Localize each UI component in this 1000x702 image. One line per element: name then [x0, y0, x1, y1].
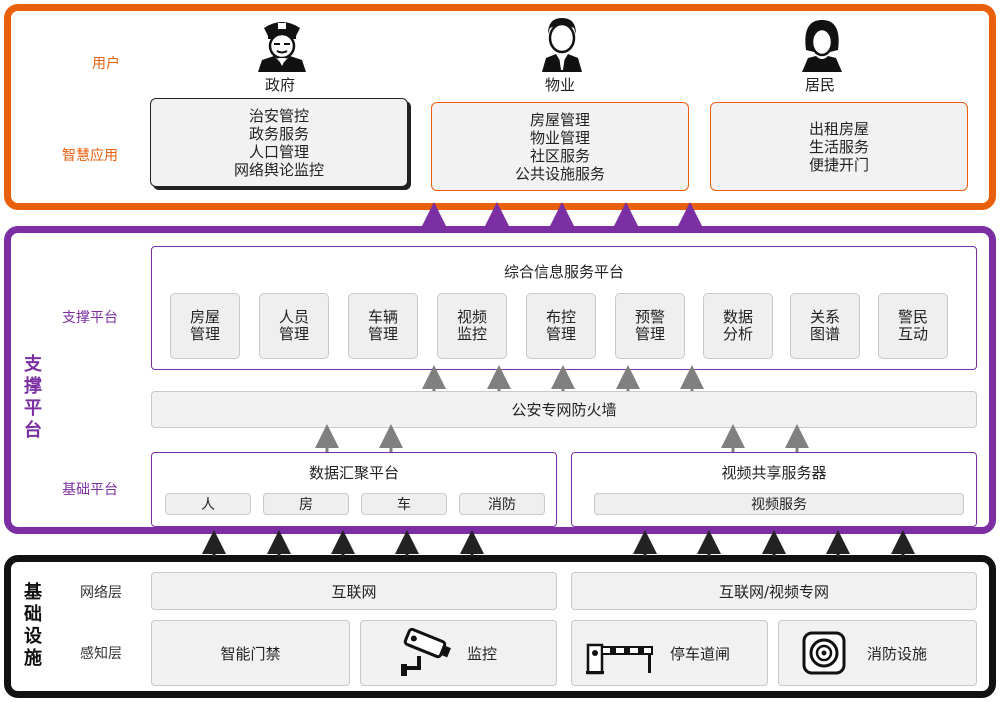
module-control: 布控管理	[526, 293, 596, 359]
app-line: 生活服务	[808, 137, 869, 156]
resident-app-box: 出租房屋 生活服务 便捷开门	[710, 102, 968, 191]
firewall-bar: 公安专网防火墙	[151, 391, 977, 428]
module-housing: 房屋管理	[170, 293, 240, 359]
cctv-camera-icon	[397, 627, 457, 678]
module-personnel: 人员管理	[259, 293, 329, 359]
module-relations: 关系图谱	[790, 293, 860, 359]
parking-barrier-label: 停车道闸	[670, 644, 731, 663]
module-police-interaction: 警民互动	[878, 293, 948, 359]
app-line: 人口管理	[248, 142, 309, 161]
resident-icon	[800, 16, 844, 72]
support-vertical-label: 支 撑 平 台	[24, 354, 42, 441]
surveillance-box: 监控	[360, 620, 557, 686]
surveillance-label: 监控	[467, 644, 498, 663]
module-vehicle: 车辆管理	[348, 293, 418, 359]
video-server-panel: 视频共享服务器 视频服务	[571, 452, 977, 527]
parking-barrier-box: 停车道闸	[571, 620, 768, 686]
fire-facility-box: 消防设施	[778, 620, 977, 686]
data-platform-title: 数据汇聚平台	[308, 464, 399, 482]
service-platform-panel: 综合信息服务平台 房屋管理 人员管理 车辆管理 视频监控 布控管理 预警管理 数…	[151, 246, 977, 370]
service-platform-title: 综合信息服务平台	[503, 263, 624, 281]
app-line: 政务服务	[248, 124, 309, 143]
video-service-item: 视频服务	[594, 493, 964, 515]
module-analytics: 数据分析	[703, 293, 773, 359]
data-item-fire: 消防	[459, 493, 545, 515]
user-resident-label: 居民	[804, 76, 835, 94]
app-line: 房屋管理	[529, 110, 590, 129]
network-layer-label: 网络层	[80, 585, 122, 601]
module-alert: 预警管理	[615, 293, 685, 359]
support-platform-label: 支撑平台	[62, 310, 118, 326]
app-line: 网络舆论监控	[233, 160, 324, 179]
data-item-house: 房	[263, 493, 349, 515]
video-network-bar: 互联网/视频专网	[571, 572, 977, 610]
fire-alarm-icon	[801, 630, 847, 676]
infrastructure-layer-frame	[4, 555, 996, 698]
video-server-title: 视频共享服务器	[721, 464, 827, 482]
police-officer-icon	[254, 14, 310, 72]
data-platform-panel: 数据汇聚平台 人 房 车 消防	[151, 452, 557, 527]
data-item-person: 人	[165, 493, 251, 515]
parking-barrier-icon	[584, 631, 656, 675]
access-control-label: 智能门禁	[220, 644, 281, 663]
perception-layer-label: 感知层	[80, 646, 122, 662]
access-control-box: 智能门禁	[151, 620, 350, 686]
fire-facility-label: 消防设施	[867, 644, 928, 663]
app-line: 治安管控	[248, 106, 309, 125]
internet-bar: 互联网	[151, 572, 557, 610]
app-line: 社区服务	[529, 146, 590, 165]
data-item-vehicle: 车	[361, 493, 447, 515]
app-line: 物业管理	[529, 128, 590, 147]
base-platform-label: 基础平台	[62, 482, 118, 498]
manager-icon	[540, 14, 584, 72]
app-line: 出租房屋	[808, 119, 869, 138]
app-row-label: 智慧应用	[62, 148, 118, 164]
infra-vertical-label: 基 础 设 施	[24, 582, 42, 669]
module-video: 视频监控	[437, 293, 507, 359]
app-line: 便捷开门	[808, 155, 869, 174]
user-property-label: 物业	[544, 76, 575, 94]
user-gov-label: 政府	[264, 76, 295, 94]
gov-app-box: 治安管控 政务服务 人口管理 网络舆论监控	[150, 98, 408, 187]
property-app-box: 房屋管理 物业管理 社区服务 公共设施服务	[431, 102, 689, 191]
support-layer-frame	[4, 226, 996, 534]
user-row-label: 用户	[92, 56, 120, 72]
app-line: 公共设施服务	[514, 164, 605, 183]
